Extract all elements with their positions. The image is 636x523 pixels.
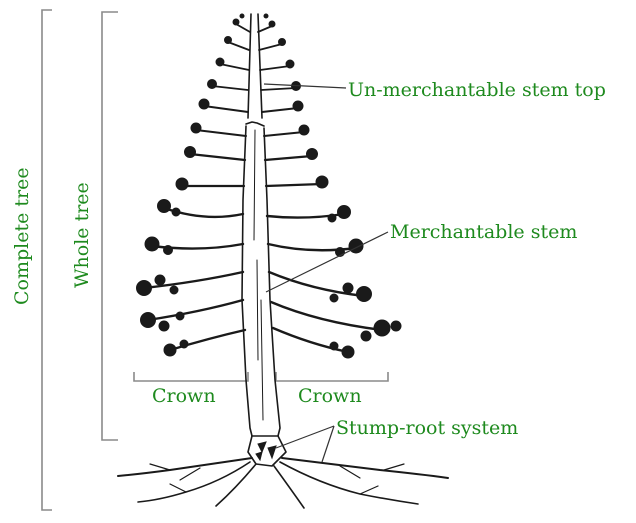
roots <box>118 458 448 508</box>
crown-left-label: Crown <box>152 385 216 407</box>
leader-stump-root-2 <box>322 426 334 462</box>
stump-root-system-label: Stump-root system <box>336 417 518 439</box>
leader-merchantable-stem <box>266 232 388 292</box>
leader-stump-root <box>276 426 334 448</box>
crown-right-bracket <box>276 372 388 381</box>
unmerchantable-stem-top-label: Un-merchantable stem top <box>348 79 606 101</box>
crown-right-label: Crown <box>298 385 362 407</box>
whole-tree-label: Whole tree <box>71 182 93 288</box>
merchantable-stem-label: Merchantable stem <box>390 221 577 243</box>
complete-tree-bracket <box>42 10 52 510</box>
whole-tree-bracket <box>102 12 118 440</box>
leader-unmerchantable-top <box>264 84 346 88</box>
crown-left-bracket <box>134 372 248 381</box>
complete-tree-label: Complete tree <box>11 167 33 305</box>
